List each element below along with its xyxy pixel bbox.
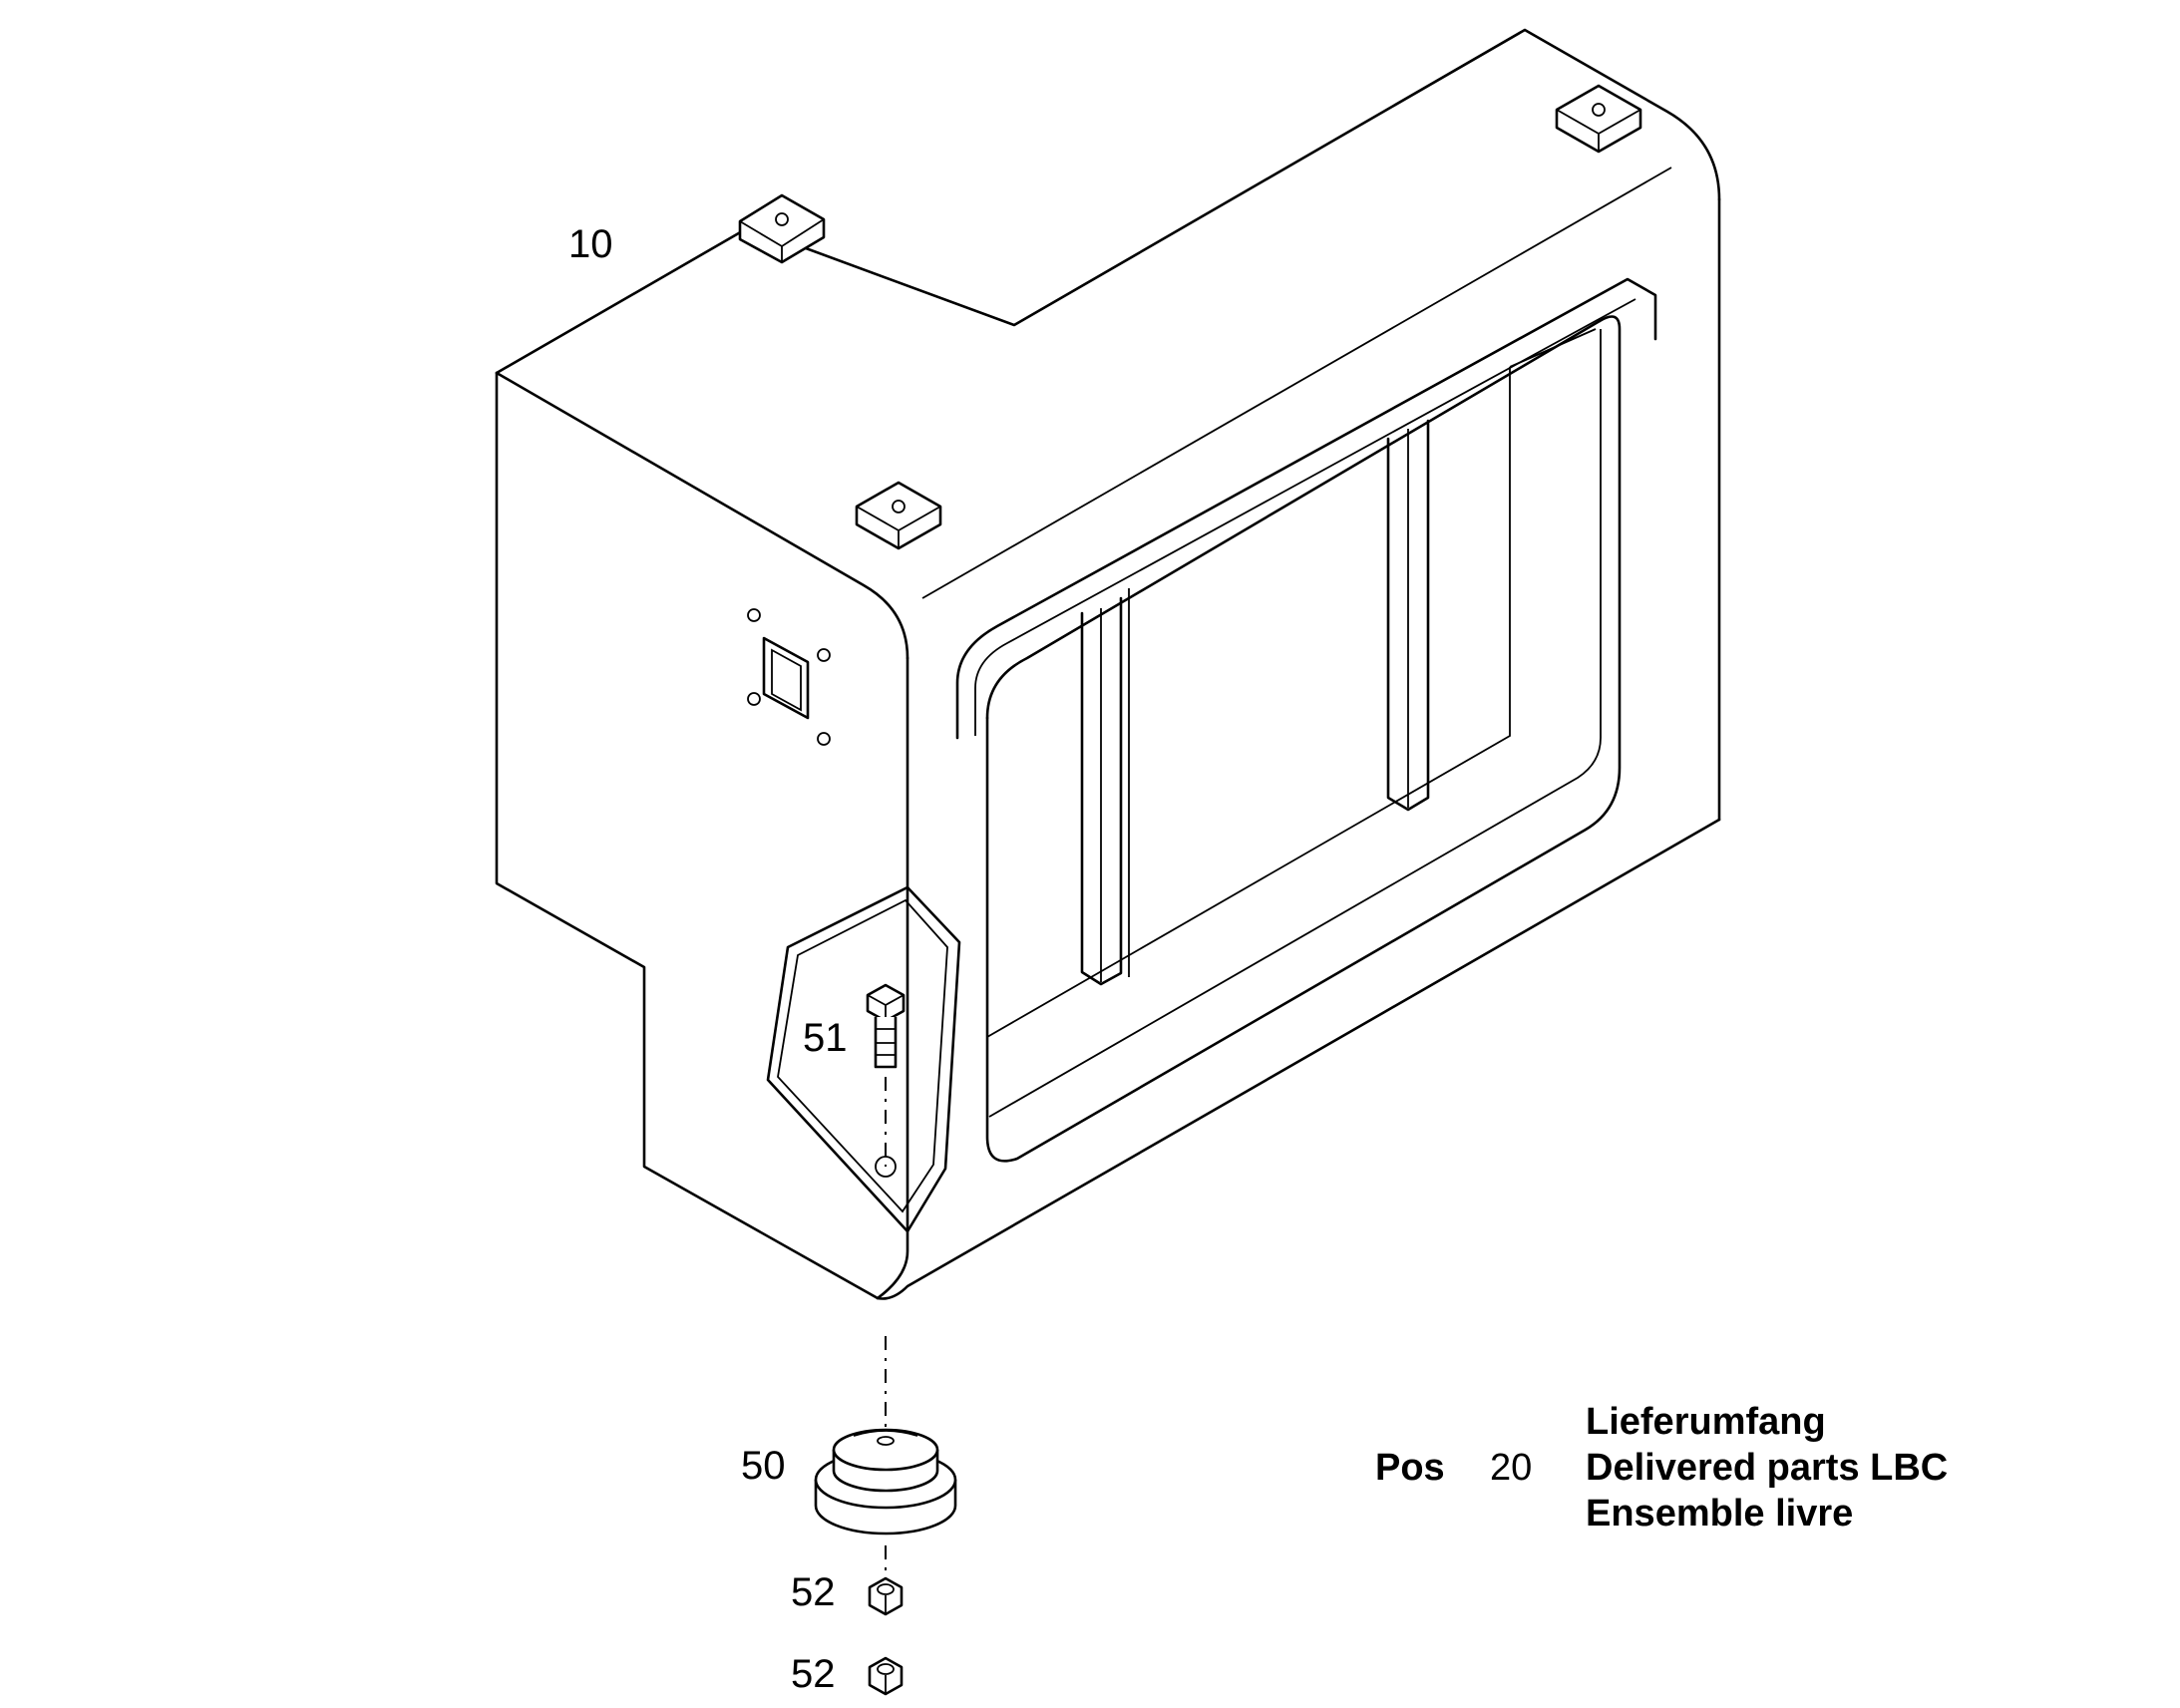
rubber-buffer — [814, 1428, 957, 1536]
top-pad — [855, 481, 942, 550]
counterweight-housing — [495, 28, 1721, 1300]
callout-51: 51 — [803, 1016, 848, 1060]
callout-10: 10 — [568, 222, 613, 266]
top-pad — [1555, 84, 1642, 154]
legend-pos-label: Pos — [1375, 1447, 1445, 1489]
callout-52: 52 — [791, 1652, 836, 1696]
nut — [868, 1656, 904, 1696]
legend-line-en: Delivered parts LBC — [1586, 1447, 1948, 1489]
recess-pocket — [766, 885, 961, 1233]
delivery-legend: Pos 20 Lieferumfang Delivered parts LBC … — [1375, 1401, 1948, 1535]
nut — [868, 1576, 904, 1616]
legend-pos-number: 20 — [1490, 1447, 1532, 1489]
legend-line-fr: Ensemble livre — [1586, 1493, 1853, 1535]
bolt — [866, 983, 906, 1069]
callout-50: 50 — [741, 1444, 786, 1488]
top-pad — [738, 193, 826, 264]
legend-line-de: Lieferumfang — [1586, 1401, 1826, 1443]
mount-plate — [747, 608, 831, 746]
callout-52: 52 — [791, 1570, 836, 1614]
